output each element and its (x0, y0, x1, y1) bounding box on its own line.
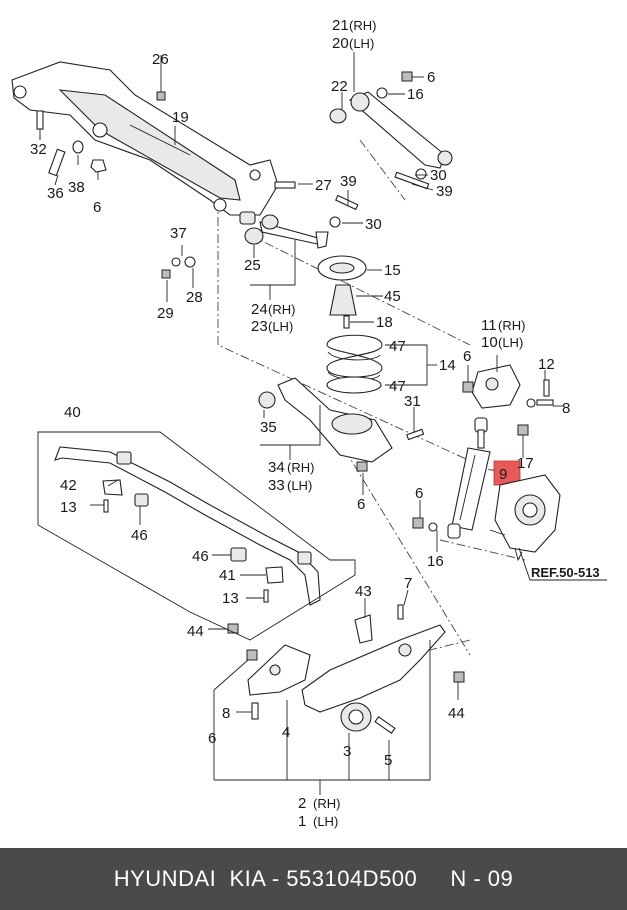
label-ref[interactable]: REF.50-513 (531, 565, 600, 580)
label-24-rh[interactable]: (RH) (268, 302, 295, 317)
label-40[interactable]: 40 (64, 404, 81, 421)
label-8-bracket[interactable]: 8 (562, 400, 570, 417)
leader-lines (39, 52, 607, 795)
label-12[interactable]: 12 (538, 356, 555, 373)
label-20-lh[interactable]: (LH) (349, 36, 374, 51)
label-46-left[interactable]: 46 (131, 527, 148, 544)
label-45[interactable]: 45 (384, 288, 401, 305)
label-5[interactable]: 5 (384, 752, 392, 769)
label-6-lowerarm[interactable]: 6 (357, 496, 365, 513)
label-26[interactable]: 26 (152, 51, 169, 68)
label-27[interactable]: 27 (315, 177, 332, 194)
trailing-arm-part[interactable] (301, 604, 465, 734)
label-34[interactable]: 34 (268, 459, 285, 476)
part-number-labels: 26 19 32 36 38 6 27 39 30 21 (RH) 20 (LH… (30, 17, 600, 830)
label-35[interactable]: 35 (260, 419, 277, 436)
crossmember-hardware[interactable] (36, 70, 296, 279)
label-9[interactable]: 9 (499, 466, 507, 483)
label-28[interactable]: 28 (186, 289, 203, 306)
label-46-right[interactable]: 46 (192, 548, 209, 565)
label-16-upper[interactable]: 16 (407, 86, 424, 103)
label-47-lower[interactable]: 47 (389, 378, 406, 395)
label-33-lh[interactable]: (LH) (287, 478, 312, 493)
label-47-upper[interactable]: 47 (389, 338, 406, 355)
shock-absorber-part[interactable] (447, 417, 491, 539)
label-32[interactable]: 32 (30, 141, 47, 158)
label-21[interactable]: 21 (332, 17, 349, 34)
label-16-lower[interactable]: 16 (427, 553, 444, 570)
label-10-lh[interactable]: (LH) (498, 335, 523, 350)
label-18[interactable]: 18 (376, 314, 393, 331)
spring-assembly-part[interactable] (317, 255, 383, 394)
label-11[interactable]: 11 (481, 317, 497, 334)
label-2-rh[interactable]: (RH) (313, 796, 340, 811)
knuckle-part[interactable] (489, 474, 561, 562)
label-37[interactable]: 37 (170, 225, 187, 242)
label-24[interactable]: 24 (251, 301, 268, 318)
label-11-rh[interactable]: (RH) (498, 318, 525, 333)
label-38[interactable]: 38 (68, 179, 85, 196)
label-15[interactable]: 15 (384, 262, 401, 279)
stabilizer-bar-part[interactable] (54, 446, 321, 634)
label-6-lower[interactable]: 6 (208, 730, 216, 747)
label-7[interactable]: 7 (404, 575, 412, 592)
label-3[interactable]: 3 (343, 743, 351, 760)
label-21-rh[interactable]: (RH) (349, 18, 376, 33)
label-25[interactable]: 25 (244, 257, 261, 274)
label-30-lower[interactable]: 30 (365, 216, 382, 233)
catalog-footer: HYUNDAI KIA - 553104D500 N - 09 (0, 848, 627, 910)
label-10[interactable]: 10 (481, 334, 498, 351)
label-6-shock[interactable]: 6 (415, 485, 423, 502)
crossmember-part[interactable] (11, 61, 279, 216)
label-6-crossmember[interactable]: 6 (93, 199, 101, 216)
label-29[interactable]: 29 (157, 305, 174, 322)
label-34-rh[interactable]: (RH) (287, 460, 314, 475)
label-39-lower[interactable]: 39 (436, 183, 453, 200)
label-8-lower[interactable]: 8 (222, 705, 230, 722)
label-19[interactable]: 19 (172, 109, 189, 126)
label-41[interactable]: 41 (219, 567, 236, 584)
label-17[interactable]: 17 (517, 455, 534, 472)
lateral-link-part[interactable] (244, 214, 329, 249)
label-20[interactable]: 20 (332, 35, 349, 52)
label-23-lh[interactable]: (LH) (268, 319, 293, 334)
label-36[interactable]: 36 (47, 185, 64, 202)
stabilizer-group-outline (37, 431, 356, 641)
upper-control-arm-part[interactable] (329, 71, 453, 228)
label-22[interactable]: 22 (331, 78, 348, 95)
arm-bracket-part[interactable] (246, 644, 311, 720)
label-6-bracket[interactable]: 6 (463, 348, 471, 365)
label-4[interactable]: 4 (282, 724, 290, 741)
label-39-upper[interactable]: 39 (340, 173, 357, 190)
lower-arm-part[interactable] (258, 377, 425, 472)
label-6-upper[interactable]: 6 (427, 69, 435, 86)
label-2[interactable]: 2 (298, 795, 306, 812)
label-33[interactable]: 33 (268, 477, 285, 494)
label-23[interactable]: 23 (251, 318, 268, 335)
label-44-right[interactable]: 44 (448, 705, 465, 722)
label-44-left[interactable]: 44 (187, 623, 204, 640)
label-14[interactable]: 14 (439, 357, 456, 374)
label-13-right[interactable]: 13 (222, 590, 239, 607)
label-13-left[interactable]: 13 (60, 499, 77, 516)
label-1-lh[interactable]: (LH) (313, 814, 338, 829)
exploded-parts-diagram: 26 19 32 36 38 6 27 39 30 21 (RH) 20 (LH… (11, 17, 607, 830)
label-30-upper[interactable]: 30 (430, 167, 447, 184)
label-42[interactable]: 42 (60, 477, 77, 494)
label-43[interactable]: 43 (355, 583, 372, 600)
label-1[interactable]: 1 (298, 813, 306, 830)
label-31[interactable]: 31 (404, 393, 421, 410)
